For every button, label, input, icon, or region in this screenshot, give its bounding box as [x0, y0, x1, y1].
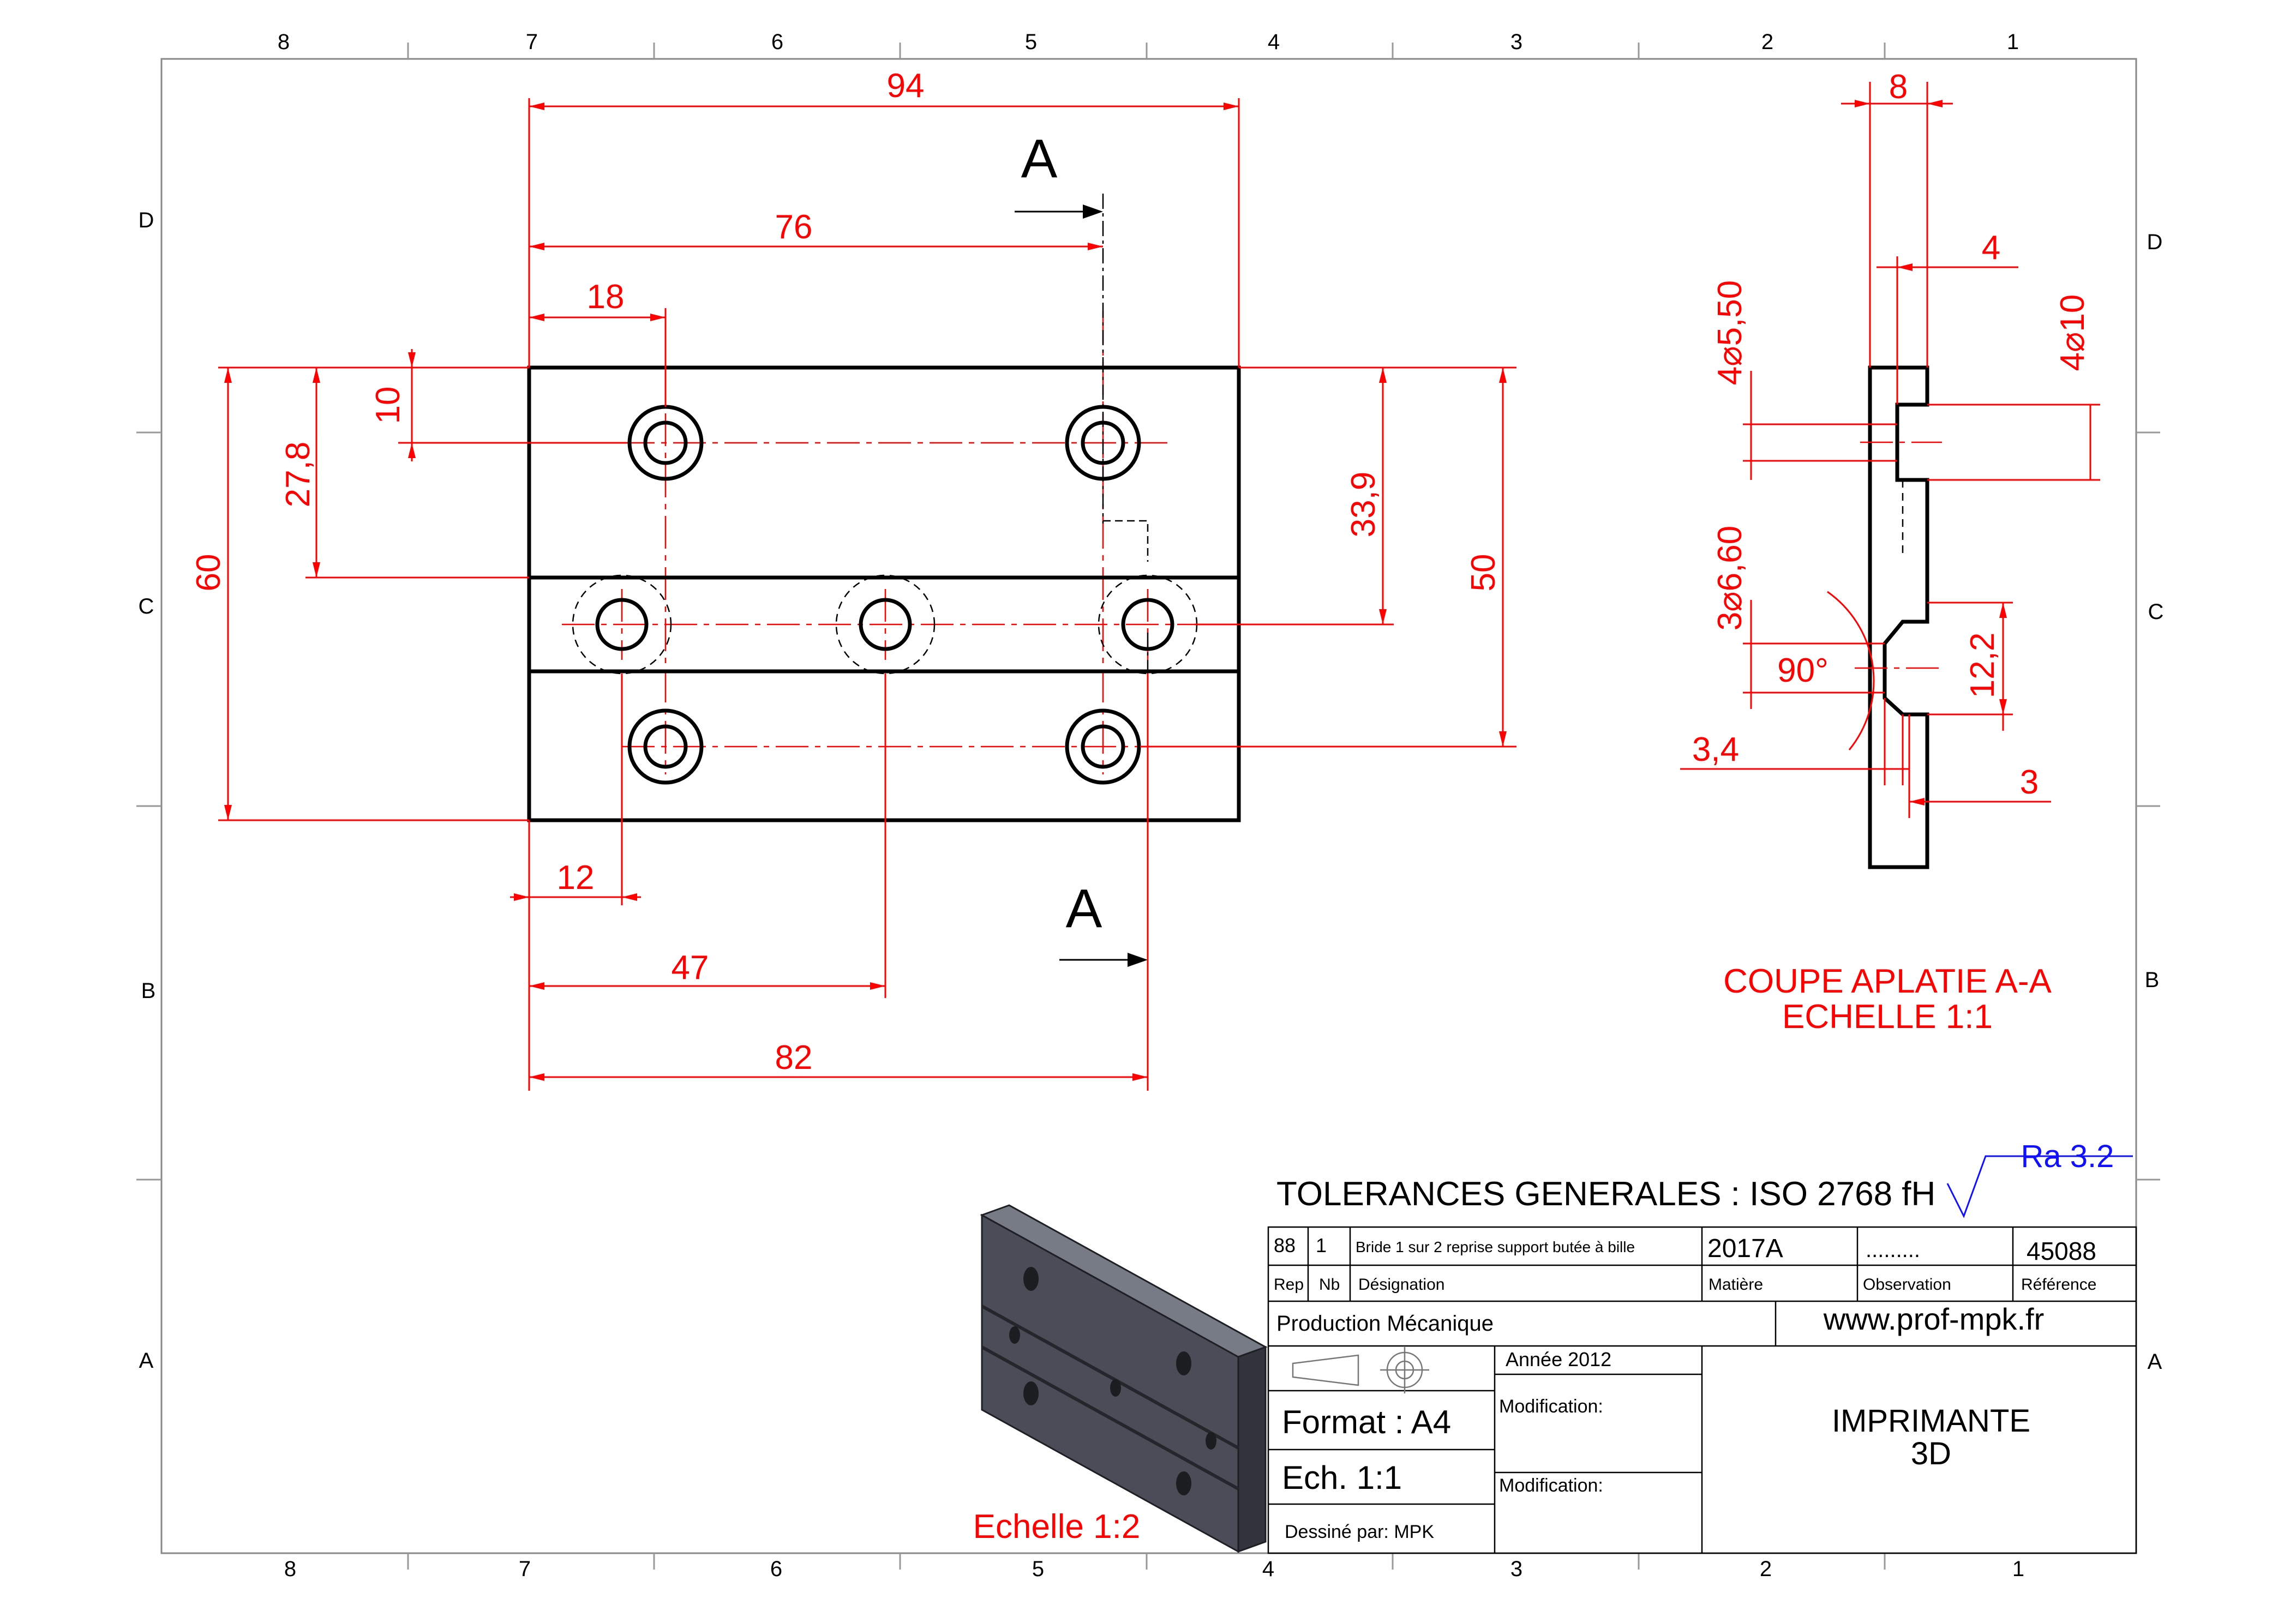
- modification-2: Modification:: [1499, 1475, 1603, 1496]
- dim-3: 3: [2020, 764, 2039, 801]
- matiere-value: 2017A: [1707, 1234, 1783, 1263]
- zone-col-top: 2: [1761, 30, 1773, 54]
- section-dimensions: 8 4 4⌀10 4⌀5,50 3⌀6,60 90° 12,2 3,4: [1680, 68, 2100, 1036]
- dim-3-4: 3,4: [1692, 731, 1739, 768]
- zone-col-bottom: 2: [1760, 1557, 1772, 1581]
- dim-50: 50: [1465, 554, 1502, 592]
- zone-row-left: B: [141, 979, 156, 1003]
- section-mark-bottom: A: [1066, 878, 1102, 939]
- zone-col-bottom: 3: [1510, 1557, 1522, 1581]
- zone-ticks: [136, 43, 2160, 1570]
- zone-col-top: 6: [771, 30, 783, 54]
- countersunk-hole: [572, 574, 672, 675]
- zone-row-left: D: [139, 208, 154, 232]
- dim-4-dia-10: 4⌀10: [2054, 294, 2091, 371]
- matiere-header: Matière: [1708, 1276, 1763, 1294]
- iso-view: Echelle 1:2: [973, 1204, 1268, 1553]
- zone-col-top: 1: [2007, 30, 2019, 54]
- dim-8: 8: [1889, 68, 1908, 106]
- plate-outline: [527, 365, 1241, 822]
- product-name-line1: IMPRIMANTE: [1832, 1403, 2030, 1439]
- zone-col-top: 3: [1510, 30, 1522, 54]
- counterbore-hole: [1065, 405, 1141, 481]
- dim-3-dia-6-60: 3⌀6,60: [1711, 526, 1749, 630]
- dim-94: 94: [887, 67, 925, 105]
- designation-header: Désignation: [1358, 1276, 1444, 1294]
- zone-col-bottom: 5: [1032, 1557, 1044, 1581]
- zone-col-top: 4: [1268, 30, 1280, 54]
- production-label: Production Mécanique: [1276, 1312, 1494, 1336]
- dim-82: 82: [775, 1039, 813, 1077]
- section-title: COUPE APLATIE A-A: [1723, 963, 2052, 1000]
- observation-value: .........: [1866, 1238, 1920, 1262]
- zone-col-bottom: 1: [2012, 1557, 2024, 1581]
- designation-value: Bride 1 sur 2 reprise support butée à bi…: [1356, 1239, 1635, 1255]
- dim-33-9: 33,9: [1345, 472, 1382, 538]
- general-tolerances: TOLERANCES GENERALES : ISO 2768 fH: [1276, 1175, 1935, 1213]
- zone-col-bottom: 8: [284, 1557, 296, 1581]
- section-view: [1855, 365, 1942, 869]
- zone-row-right: A: [2148, 1350, 2162, 1374]
- dim-10: 10: [369, 387, 407, 424]
- section-mark-top: A: [1021, 128, 1058, 189]
- rep-value: 88: [1274, 1234, 1296, 1257]
- dim-4: 4: [1982, 229, 2000, 267]
- reference-header: Référence: [2021, 1276, 2096, 1294]
- countersunk-hole: [835, 574, 936, 675]
- zone-row-right: D: [2147, 230, 2163, 254]
- roughness-value: Ra 3.2: [2021, 1139, 2114, 1174]
- drawn-by: Dessiné par: MPK: [1285, 1522, 1434, 1542]
- zone-col-top: 8: [278, 30, 290, 54]
- zone-row-right: B: [2145, 968, 2160, 992]
- year-label: Année 2012: [1506, 1348, 1611, 1370]
- reference-value: 45088: [2027, 1237, 2096, 1265]
- roughness-symbol: [1946, 1155, 2133, 1218]
- scale-label: Ech. 1:1: [1282, 1459, 1402, 1496]
- dim-47: 47: [672, 949, 709, 987]
- dim-18: 18: [587, 278, 625, 316]
- zone-row-left: A: [139, 1349, 154, 1373]
- dim-76: 76: [775, 208, 813, 246]
- dim-4-dia-5-50: 4⌀5,50: [1711, 280, 1749, 385]
- zone-col-bottom: 6: [770, 1557, 782, 1581]
- counterbore-hole: [1065, 708, 1141, 785]
- projection-symbol-icon: [1292, 1347, 1429, 1393]
- product-name-line2: 3D: [1911, 1436, 1951, 1471]
- website: www.prof-mpk.fr: [1823, 1302, 2045, 1336]
- counterbore-hole: [627, 708, 704, 785]
- zone-col-top: 7: [526, 30, 538, 54]
- zone-col-bottom: 7: [519, 1557, 531, 1581]
- dim-12: 12: [557, 859, 595, 897]
- section-scale: ECHELLE 1:1: [1782, 998, 1993, 1036]
- iso-scale: Echelle 1:2: [973, 1508, 1141, 1546]
- front-dimensions: 94 76 18 10 27,8 60 33,9 50 12 47 82: [190, 67, 1516, 1091]
- section-profile: [1868, 365, 1929, 869]
- dim-27-8: 27,8: [279, 442, 317, 508]
- observation-header: Observation: [1863, 1276, 1951, 1294]
- zone-row-right: C: [2148, 600, 2164, 624]
- dim-12-2: 12,2: [1964, 633, 2001, 699]
- dim-60: 60: [190, 554, 227, 592]
- zone-row-left: C: [139, 594, 154, 618]
- front-view: A A: [527, 128, 1241, 976]
- rep-header: Rep: [1274, 1276, 1304, 1294]
- zone-col-bottom: 4: [1262, 1557, 1274, 1581]
- nb-value: 1: [1316, 1234, 1327, 1257]
- nb-header: Nb: [1319, 1276, 1340, 1294]
- modification-1: Modification:: [1499, 1396, 1603, 1417]
- format-label: Format : A4: [1282, 1404, 1451, 1440]
- title-block: TOLERANCES GENERALES : ISO 2768 fH Ra 3.…: [1267, 1139, 2137, 1554]
- dim-90-deg: 90°: [1777, 652, 1829, 689]
- zone-col-top: 5: [1025, 30, 1037, 54]
